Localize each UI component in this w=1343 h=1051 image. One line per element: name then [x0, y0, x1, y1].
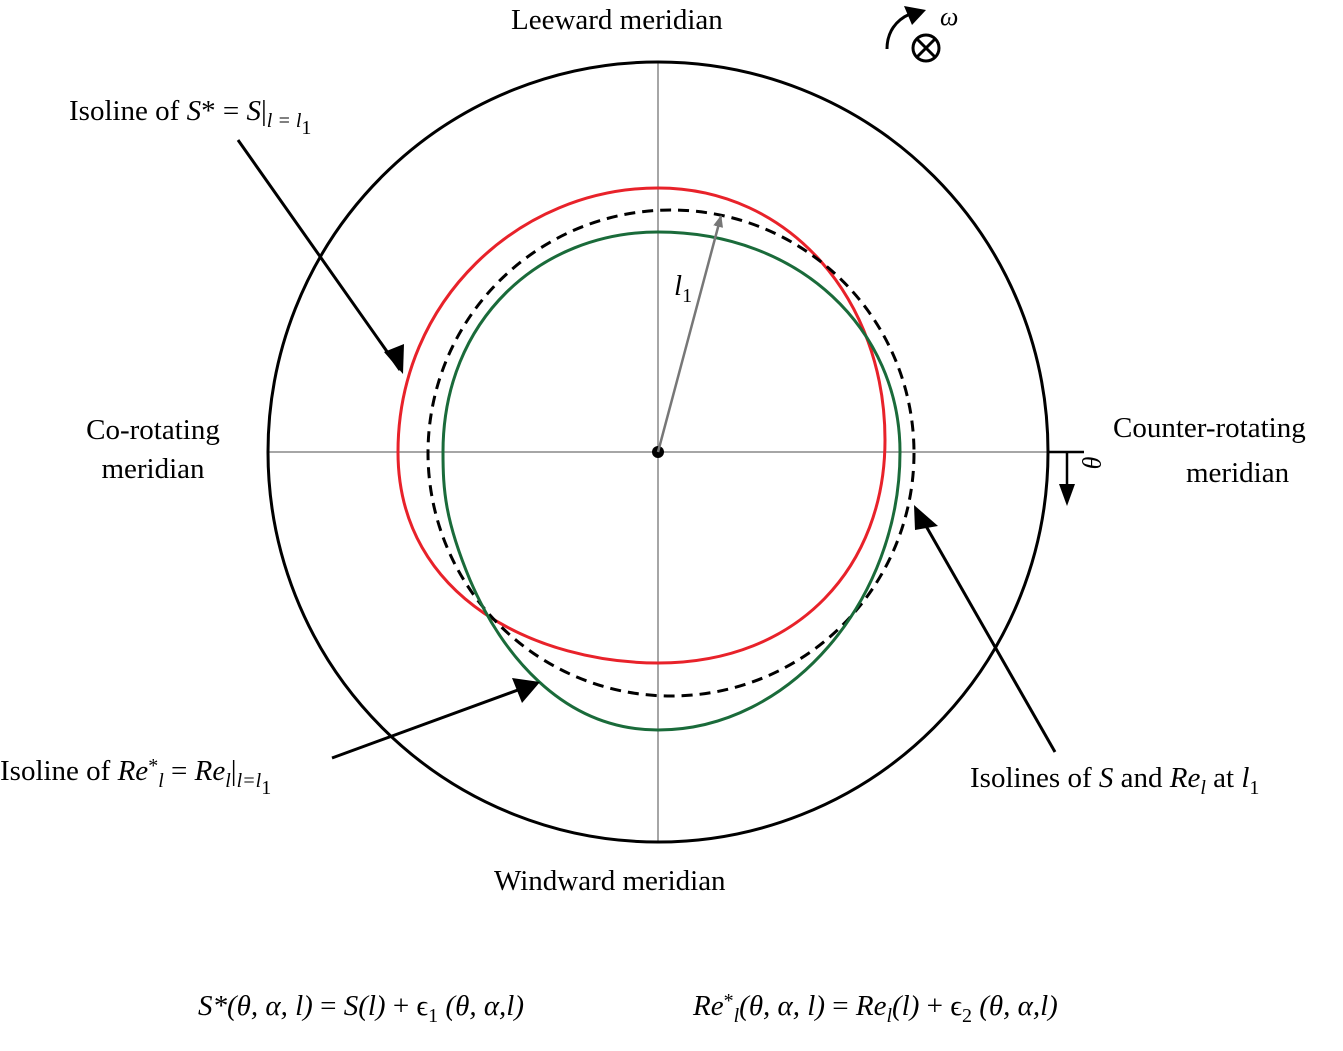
- counterrotating-line-1: Counter-rotating: [1113, 412, 1306, 444]
- re-eq: =: [163, 755, 195, 787]
- eq2-rhs-sub: l: [886, 1005, 893, 1027]
- dashed-isoline: [426, 208, 916, 698]
- windward-label: Windward meridian: [494, 865, 726, 897]
- l-symbol: l: [674, 270, 683, 302]
- s-star: *: [201, 95, 216, 127]
- into-page-cross-icon: [911, 33, 941, 63]
- counterrotating-label: Counter-rotating meridian: [1113, 414, 1306, 488]
- equation-s: S*(θ, α, l) = S(l) + ϵ1 (θ, α,l): [198, 990, 525, 1027]
- both-and: and: [1113, 762, 1170, 794]
- both-l-sub: 1: [1249, 777, 1260, 799]
- s-eval-sub: l = l: [266, 110, 302, 132]
- s-symbol-2: S: [246, 95, 261, 127]
- both-re-sub: l: [1200, 777, 1206, 799]
- omega-symbol: ω: [940, 2, 959, 31]
- eq2-eps-sub: 2: [961, 1005, 972, 1027]
- re-prefix: Isoline of: [0, 755, 118, 787]
- both-l: l: [1241, 762, 1250, 794]
- eq2-lhs-sub: l: [733, 1005, 740, 1027]
- radius-label: l1: [674, 270, 692, 307]
- re-star: *: [148, 755, 159, 777]
- red-isoline: [396, 186, 887, 665]
- eq1-args: (θ, α,l): [438, 990, 525, 1022]
- both-s: S: [1098, 762, 1114, 794]
- equation-re: Re*l(θ, α, l) = Rel(l) + ϵ2 (θ, α,l): [693, 990, 1058, 1026]
- rotation-arrow-icon: [885, 6, 926, 50]
- both-prefix: Isolines of: [970, 762, 1099, 794]
- re-sub-2: l: [225, 770, 231, 792]
- corotating-line-2: meridian: [101, 453, 205, 485]
- eq1-rhs: S(l): [343, 990, 386, 1022]
- re-eval-subsub: 1: [261, 777, 272, 799]
- re-isoline-annotation: Isoline of Re*l = Rel|l=l1: [0, 755, 271, 798]
- eq2-args: (θ, α,l): [971, 990, 1058, 1022]
- eq1-eps: + ϵ: [385, 990, 429, 1022]
- s-eval-subsub: 1: [301, 117, 312, 139]
- green-isoline: [441, 230, 902, 732]
- eq2-rhs: Re: [855, 990, 887, 1022]
- re-isoline-arrow: [331, 681, 538, 760]
- corotating-label: Co-rotating meridian: [70, 416, 236, 484]
- s-symbol: S: [186, 95, 202, 127]
- both-at: at: [1205, 762, 1242, 794]
- s-eq: =: [215, 95, 247, 127]
- corotating-line-1: Co-rotating: [86, 414, 220, 446]
- s-isoline-annotation: Isoline of S* = S|l = l1: [69, 95, 311, 139]
- radius-arrow: [656, 215, 723, 453]
- eq1-eq: =: [312, 990, 344, 1022]
- s-bar: |: [260, 95, 267, 127]
- re-sub: l: [158, 770, 164, 792]
- s-isoline-arrow: [236, 139, 402, 371]
- eq2-rhs-args: (l): [892, 990, 920, 1022]
- eq2-eq: =: [825, 990, 856, 1022]
- eq2-eps: + ϵ: [919, 990, 962, 1022]
- re-eval-sub: l=l: [236, 770, 262, 792]
- counterrotating-line-2: meridian: [1186, 457, 1290, 489]
- re-symbol-2: Re: [194, 755, 226, 787]
- theta-arrow-icon: [1048, 450, 1084, 506]
- theta-label: θ: [1077, 456, 1107, 470]
- eq1-eps-sub: 1: [428, 1005, 439, 1027]
- eq1-lhs: S*(θ, α, l): [198, 990, 313, 1022]
- eq2-lhs-args: (θ, α, l): [739, 990, 825, 1022]
- both-isolines-annotation: Isolines of S and Rel at l1: [970, 762, 1259, 799]
- leeward-label: Leeward meridian: [511, 4, 723, 36]
- re-bar: |: [230, 755, 237, 787]
- eq2-star: *: [723, 990, 734, 1012]
- eq2-lhs: Re: [693, 990, 724, 1022]
- s-prefix: Isoline of: [69, 95, 187, 127]
- l-subscript: 1: [682, 285, 693, 307]
- both-isolines-arrow: [916, 511, 1057, 753]
- omega-label: ω: [940, 4, 958, 30]
- both-re: Re: [1169, 762, 1201, 794]
- theta-symbol: θ: [1077, 456, 1107, 470]
- re-symbol: Re: [117, 755, 149, 787]
